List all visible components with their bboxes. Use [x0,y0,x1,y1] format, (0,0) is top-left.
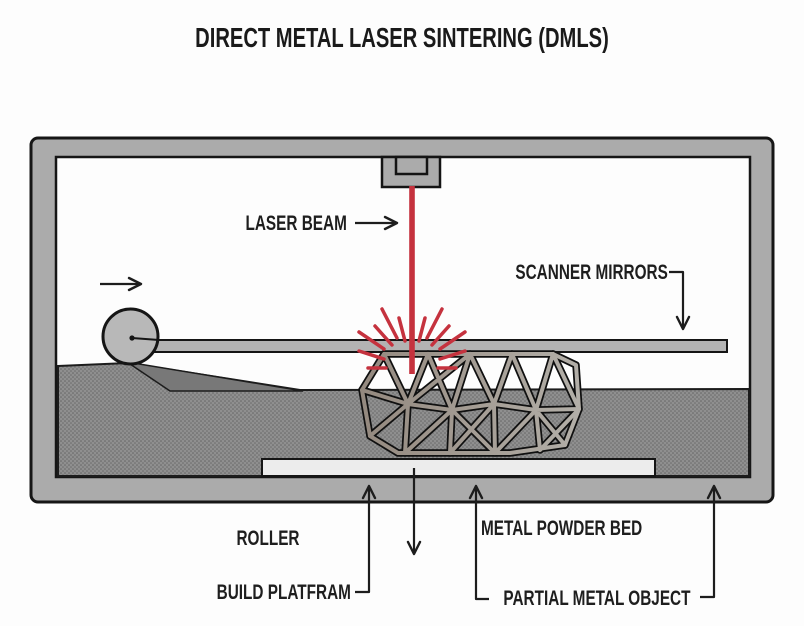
partial-object-arrow-left [468,484,489,601]
powder-slope [126,361,304,392]
label-build-platform: BUILD PLATFRAM [216,581,351,604]
laser-beam [409,186,415,374]
label-laser-beam: LASER BEAM [245,212,347,235]
scanner-mirror-bar [149,339,728,353]
laser-nozzle [394,155,429,176]
roller-axle-line [131,337,160,341]
scanner-mirrors-arrow [669,270,691,331]
label-roller: ROLLER [236,527,300,550]
roller-axle-dot [129,335,135,341]
label-scanner-mirrors: SCANNER MIRRORS [515,261,668,284]
partial-object-arrow-right [700,484,722,599]
build-platform-arrow [355,484,377,594]
label-partial-metal-object: PARTIAL METAL OBJECT [503,587,691,610]
diagram-title: DIRECT METAL LASER SINTERING (DMLS) [195,22,609,53]
metal-object-lattice [358,350,583,457]
label-metal-powder-bed: METAL POWDER BED [481,517,643,540]
build-platform [261,458,656,477]
laser-sparks-icon [357,307,467,370]
